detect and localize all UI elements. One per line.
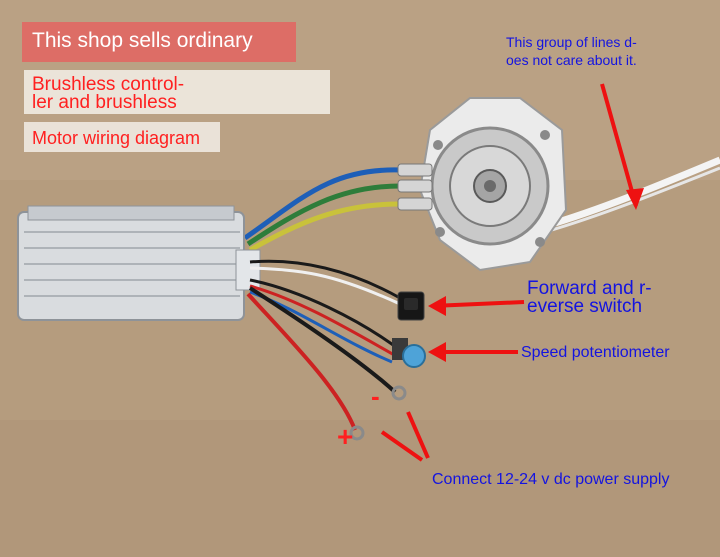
switch-label-line: Forward and r-: [527, 278, 652, 299]
shop-title: This shop sells ordinary: [32, 29, 253, 52]
wire-black: [249, 259, 401, 300]
hall-wire-note: This group of lines d- oes not care abou…: [506, 33, 637, 69]
wire-green: [246, 183, 401, 247]
wire-black-power: [248, 286, 397, 394]
terminal: [397, 197, 433, 211]
note-line: oes not care about it.: [506, 52, 637, 68]
brushless-controller: [17, 205, 261, 321]
power-supply-label: Connect 12-24 v dc power supply: [432, 471, 670, 488]
subtitle-line: Brushless control-: [32, 74, 185, 95]
terminal: [397, 163, 433, 177]
subtitle-diagram: Motor wiring diagram: [32, 128, 201, 148]
potentiometer-label: Speed potentiometer: [521, 344, 670, 361]
minus-sign: -: [371, 381, 380, 411]
switch-label-line: everse switch: [527, 296, 643, 317]
wire-yellow: [248, 201, 401, 253]
switch-label: Forward and r- everse switch: [527, 278, 652, 317]
wire-red-power: [246, 292, 357, 431]
subtitle-line: ler and brushless: [32, 92, 177, 113]
arrow-head: [428, 188, 644, 362]
rocker-switch: [397, 291, 425, 321]
subtitle: Brushless control- ler and brushless: [32, 74, 185, 113]
ring-terminal: [349, 425, 365, 441]
brushless-motor: [418, 97, 568, 272]
wire-blue: [243, 167, 401, 241]
ring-terminal: [391, 385, 407, 401]
note-line: This group of lines d-: [506, 34, 637, 50]
wire-white: [249, 266, 401, 306]
title-banner: [22, 22, 296, 62]
arrow: [380, 83, 638, 462]
plus-sign: +: [337, 421, 354, 452]
speed-potentiometer: [392, 338, 426, 368]
terminal: [397, 179, 433, 193]
